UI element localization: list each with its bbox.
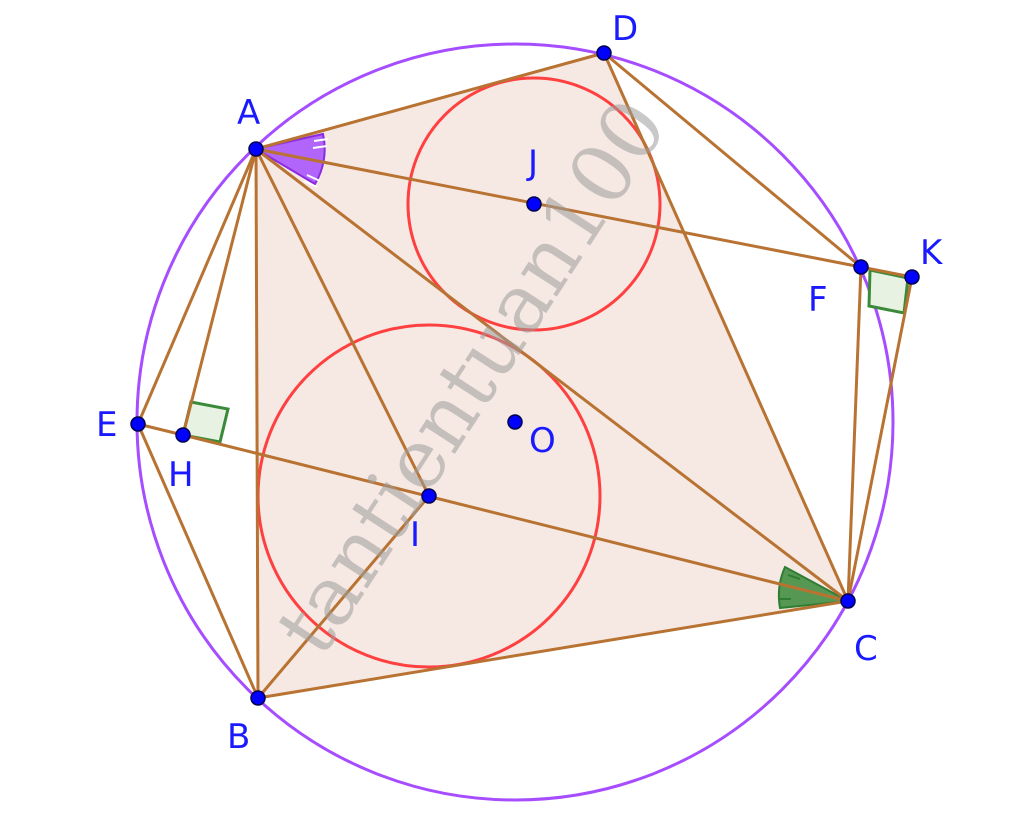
point-o (507, 414, 523, 430)
point-i (421, 488, 437, 504)
segment-ah (181, 148, 258, 436)
segments (136, 51, 914, 700)
label-j: J (526, 143, 538, 183)
label-k: K (920, 233, 944, 273)
label-c: C (854, 629, 878, 669)
point-e (130, 416, 146, 432)
incircle-j (406, 76, 662, 332)
segment-fc (846, 266, 863, 602)
segment-bc (257, 599, 849, 700)
segment-af (255, 147, 862, 269)
label-a: A (237, 93, 260, 133)
point-h (175, 427, 191, 443)
segment-ac (255, 147, 849, 603)
segment-fk (860, 265, 913, 279)
segment-ab (254, 148, 260, 699)
segment-dc (602, 52, 850, 602)
segment-df (603, 51, 862, 269)
label-f: F (808, 280, 828, 320)
label-e: E (96, 405, 117, 445)
segment-eb (136, 423, 260, 699)
angle-ticks-a (303, 138, 329, 188)
angle-ticks-c (778, 574, 801, 600)
point-c (840, 593, 856, 609)
point-labels: A D J K F E H O I C B (96, 9, 944, 757)
label-o: O (529, 421, 556, 461)
label-i: I (410, 515, 420, 555)
label-h: H (168, 455, 194, 495)
point-f (853, 259, 869, 275)
segment-hc (182, 433, 849, 603)
label-d: D (612, 9, 638, 49)
segment-bi (256, 495, 431, 699)
segment-ae (136, 148, 258, 425)
label-b: B (227, 717, 250, 757)
point-b (250, 690, 266, 706)
point-a (248, 141, 264, 157)
points (130, 45, 920, 706)
point-k (904, 269, 920, 285)
angle-mark-a (253, 132, 326, 186)
segment-ad (255, 51, 605, 151)
segment-ai (254, 148, 431, 497)
point-j (526, 196, 542, 212)
point-d (596, 45, 612, 61)
segment-kc (846, 276, 914, 602)
